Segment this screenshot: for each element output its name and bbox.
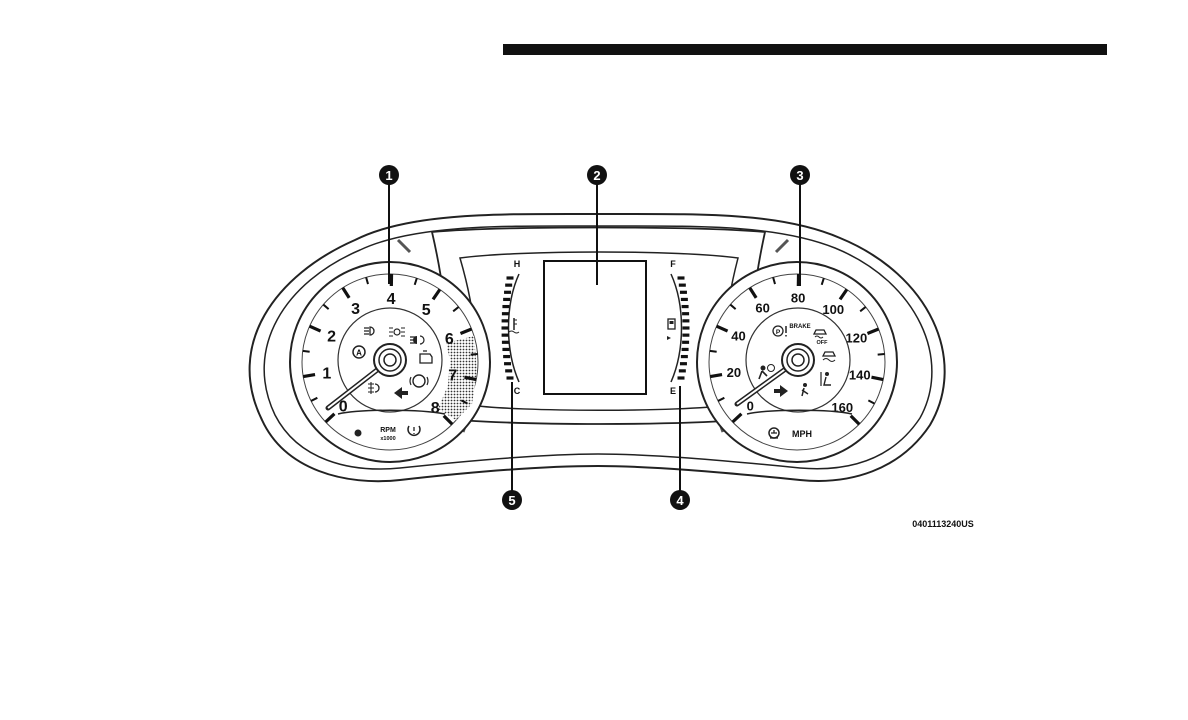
fuel-segment: [681, 355, 688, 358]
tach-tick: [303, 375, 315, 377]
fuel-segment: [682, 334, 689, 337]
temp-cold-label: C: [514, 386, 521, 396]
tachometer: 012345678 A: [290, 262, 490, 462]
speedo-number: 20: [727, 365, 741, 380]
temp-segment: [504, 362, 511, 365]
tach-tick: [303, 351, 310, 352]
temp-segment: [505, 284, 512, 287]
fuel-gauge-arc: [671, 274, 682, 382]
speedo-number: 140: [849, 367, 871, 382]
temp-segment: [502, 326, 509, 329]
tach-number: 3: [351, 301, 360, 318]
fuel-segment: [678, 276, 685, 279]
fuel-segment: [681, 298, 688, 301]
figure-id: 0401113240US: [912, 519, 974, 529]
fuel-gauge: F E: [667, 259, 690, 396]
cruise-indicator-icon: [355, 430, 362, 437]
temp-segment: [502, 312, 509, 315]
fuel-segment: [678, 376, 685, 379]
temp-segment: [502, 319, 509, 322]
temp-segments: [502, 276, 514, 379]
temp-segment: [503, 298, 510, 301]
speedo-number: 80: [791, 291, 805, 306]
tach-tick: [471, 354, 478, 355]
temp-segment: [505, 369, 512, 372]
tach-unit-rpm: RPM: [380, 427, 396, 434]
brake-label: BRAKE: [789, 324, 810, 330]
speedo-tick: [710, 351, 717, 352]
tach-number: 5: [422, 302, 431, 319]
temp-segment: [503, 355, 510, 358]
temp-segment: [507, 376, 514, 379]
fuel-segment: [682, 312, 689, 315]
fuel-segment: [682, 341, 689, 344]
coolant-temp-icon: [509, 318, 519, 333]
fuel-segment: [682, 305, 689, 308]
tach-unit-x1000: x1000: [380, 436, 395, 442]
speedo-number: 60: [755, 301, 769, 316]
tach-number: 6: [445, 331, 454, 348]
fuel-segment: [680, 291, 687, 294]
temp-segment: [502, 348, 509, 351]
svg-text:A: A: [356, 349, 362, 358]
speedo-number: 120: [845, 331, 867, 346]
speedo-tick: [710, 375, 722, 377]
fuel-segments: [678, 276, 690, 379]
tach-number: 2: [327, 329, 336, 346]
svg-text:2: 2: [593, 168, 600, 183]
svg-text:5: 5: [508, 493, 515, 508]
temp-hot-label: H: [514, 259, 521, 269]
fuel-empty-label: E: [670, 386, 676, 396]
tach-number: 1: [322, 365, 331, 382]
svg-text:P: P: [776, 329, 781, 336]
center-display: [544, 261, 646, 394]
fuel-segment: [679, 369, 686, 372]
tach-number: 4: [387, 291, 396, 308]
svg-text:4: 4: [676, 493, 684, 508]
temp-gauge: H C: [502, 259, 521, 396]
svg-text:3: 3: [796, 168, 803, 183]
speed-unit-label: MPH: [792, 429, 812, 439]
tach-number: 7: [448, 368, 457, 385]
traction-off-label: OFF: [817, 340, 829, 346]
callout-4: 4: [670, 386, 690, 510]
fuel-segment: [682, 319, 689, 322]
speedo-number: 0: [747, 398, 754, 413]
fuel-segment: [679, 284, 686, 287]
svg-text:1: 1: [385, 168, 392, 183]
fuel-full-label: F: [670, 259, 676, 269]
temp-segment: [502, 334, 509, 337]
speedo-number: 40: [731, 329, 745, 344]
high-beam-icon: [410, 336, 417, 344]
fuel-pump-icon: [667, 319, 675, 340]
temp-segment: [502, 305, 509, 308]
tach-number: 8: [431, 400, 440, 417]
fuel-segment: [682, 348, 689, 351]
trim-mark: [398, 240, 410, 252]
temp-segment: [502, 341, 509, 344]
header-bar: [503, 44, 1107, 55]
trim-mark: [776, 240, 788, 252]
speedo-number: 100: [822, 302, 844, 317]
temp-segment: [504, 291, 511, 294]
temp-segment: [507, 276, 514, 279]
speedo-tick: [878, 354, 885, 355]
callout-5: 5: [502, 382, 522, 510]
fuel-segment: [683, 326, 690, 329]
fuel-segment: [680, 362, 687, 365]
